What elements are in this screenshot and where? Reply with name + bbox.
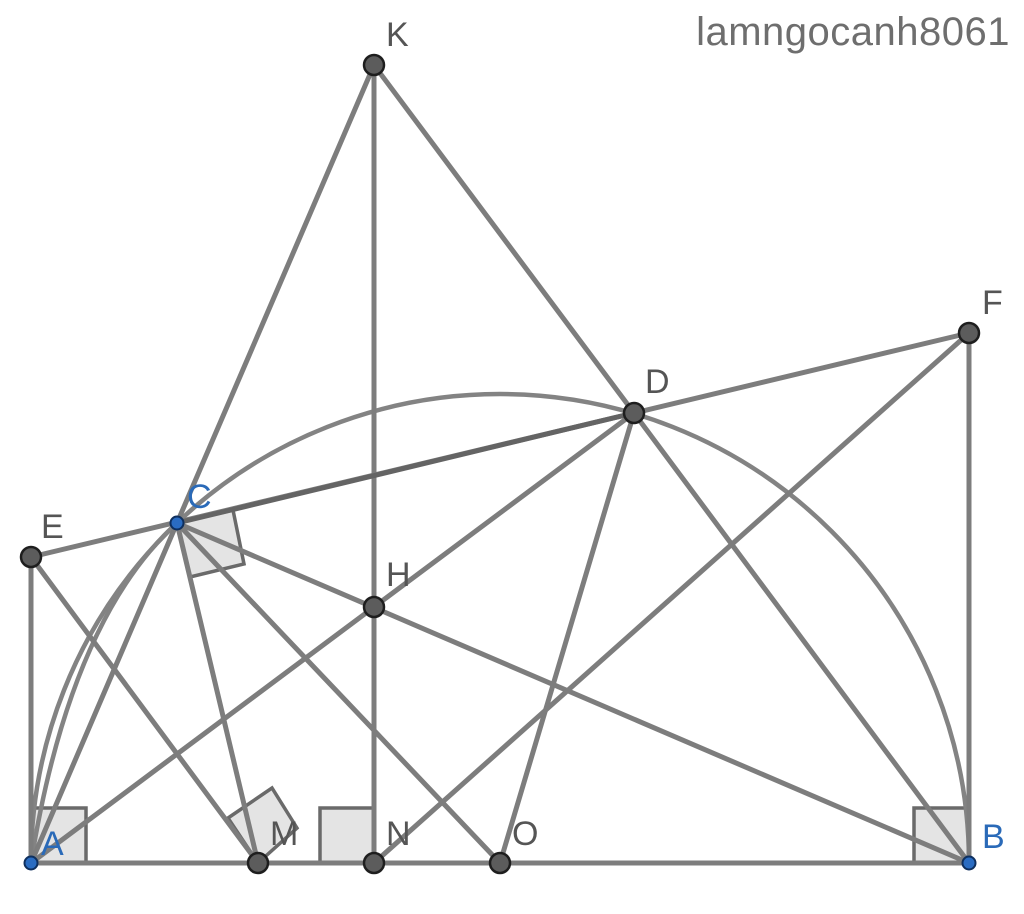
label-b: B <box>982 818 1005 856</box>
segment-ad <box>28 410 637 866</box>
segment-ca <box>28 520 180 866</box>
segment-cd <box>174 410 637 526</box>
segment-co <box>174 520 503 866</box>
right-angle-markers <box>29 507 971 866</box>
label-a: A <box>41 825 64 863</box>
label-m: M <box>270 815 298 853</box>
circle-arcs <box>28 391 972 864</box>
label-d: D <box>645 363 670 401</box>
segment-kc <box>174 62 377 526</box>
label-o: O <box>512 815 538 853</box>
point-m <box>246 851 270 875</box>
label-n: N <box>386 815 411 853</box>
point-c <box>169 515 185 531</box>
point-k <box>362 53 386 77</box>
point-labels: A B C D E F H K M N O <box>41 16 1005 863</box>
point-d <box>622 401 646 425</box>
label-h: H <box>386 556 411 594</box>
point-a <box>23 855 39 871</box>
author-watermark: lamngocanh8061 <box>696 10 1010 54</box>
points <box>19 53 981 875</box>
segment-em <box>28 554 261 866</box>
point-h <box>362 595 386 619</box>
right-angle-marker-n <box>318 806 376 865</box>
segment-db <box>631 410 972 866</box>
point-f <box>957 321 981 345</box>
label-f: F <box>982 284 1003 322</box>
point-e <box>19 545 43 569</box>
segment-nf <box>371 330 972 866</box>
label-k: K <box>386 16 409 54</box>
segment-do <box>497 410 637 866</box>
point-o <box>488 851 512 875</box>
segment-kd <box>371 62 637 416</box>
point-b <box>961 855 977 871</box>
semicircle-AB <box>28 391 972 864</box>
label-c: C <box>187 478 212 516</box>
point-n <box>362 851 386 875</box>
label-e: E <box>41 508 64 546</box>
arc-AC <box>28 521 179 864</box>
segment-cm <box>174 520 261 866</box>
line-segments <box>28 62 972 866</box>
segment-cb <box>174 520 972 866</box>
